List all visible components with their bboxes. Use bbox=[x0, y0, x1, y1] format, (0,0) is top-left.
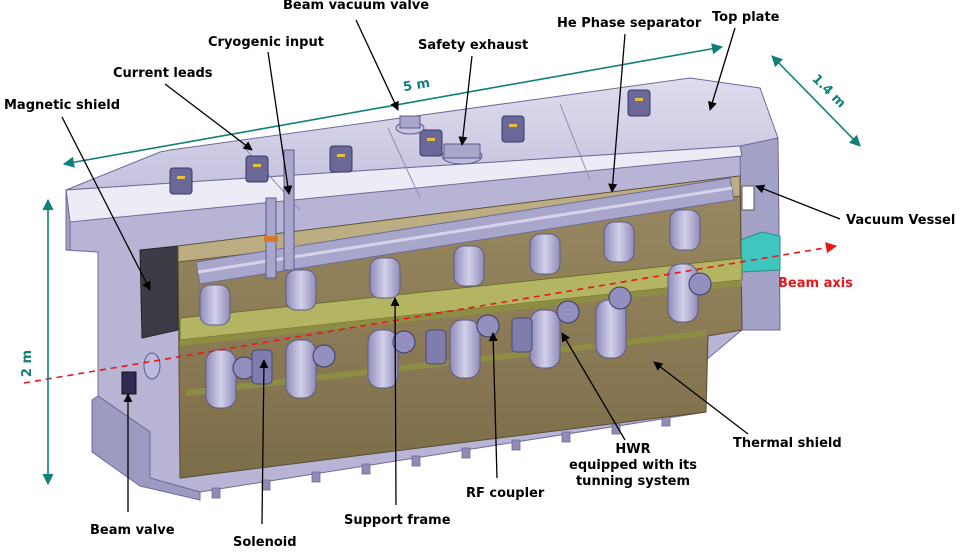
end-flange bbox=[739, 231, 781, 273]
leader-rf-coupler bbox=[488, 332, 498, 479]
label-beam-valve: Beam valve bbox=[90, 523, 175, 538]
leader-thermal-shield bbox=[653, 361, 749, 435]
dimension-height-label: 2 m bbox=[20, 349, 36, 378]
label-beam-vacuum-valve: Beam vacuum valve bbox=[283, 0, 430, 13]
leader-top-plate bbox=[708, 27, 736, 111]
rf-coupler-ports bbox=[232, 272, 712, 380]
label-thermal-shield: Thermal shield bbox=[733, 436, 842, 451]
label-he-phase-separator: He Phase separator bbox=[557, 16, 702, 31]
vessel-feet bbox=[211, 415, 671, 499]
label-magnetic-shield: Magnetic shield bbox=[4, 98, 121, 113]
label-top-plate: Top plate bbox=[712, 10, 780, 25]
leader-cryogenic-input bbox=[267, 51, 293, 195]
label-current-leads: Current leads bbox=[113, 66, 213, 81]
label-hwr: HWR equipped with its tunning system bbox=[568, 442, 698, 490]
hwr-cavities-lower bbox=[205, 263, 712, 409]
leader-hwr bbox=[561, 332, 626, 441]
label-solenoid: Solenoid bbox=[233, 535, 297, 550]
magnetic-shield-panel bbox=[139, 245, 179, 339]
beam-vacuum-valve bbox=[395, 115, 425, 135]
label-vacuum-vessel: Vacuum Vessel bbox=[846, 213, 956, 228]
leader-magnetic-shield bbox=[61, 116, 151, 291]
leader-current-leads bbox=[164, 83, 253, 151]
leader-beam-vacuum-valve bbox=[355, 19, 399, 111]
leader-lines bbox=[61, 19, 841, 525]
label-beam-axis: Beam axis bbox=[778, 276, 853, 291]
safety-exhaust bbox=[441, 143, 483, 165]
beam-axis-line bbox=[23, 242, 838, 384]
label-hwr-line3: tunning system bbox=[575, 474, 691, 489]
leader-support-frame bbox=[390, 297, 400, 506]
leader-safety-exhaust bbox=[458, 55, 473, 146]
leader-he-phase-separator bbox=[608, 33, 626, 193]
leader-solenoid bbox=[259, 359, 269, 525]
label-hwr-line1: HWR bbox=[615, 442, 651, 457]
leader-vacuum-vessel bbox=[755, 184, 841, 220]
hwr-cavities-upper bbox=[199, 209, 701, 326]
beam-valve bbox=[121, 352, 161, 395]
label-rf-coupler: RF coupler bbox=[466, 486, 545, 501]
label-hwr-line2: equipped with its bbox=[569, 458, 697, 473]
depth-dimension-arrow bbox=[771, 55, 861, 147]
label-cryogenic-input: Cryogenic input bbox=[208, 35, 324, 50]
label-safety-exhaust: Safety exhaust bbox=[418, 38, 529, 53]
label-support-frame: Support frame bbox=[344, 513, 451, 528]
